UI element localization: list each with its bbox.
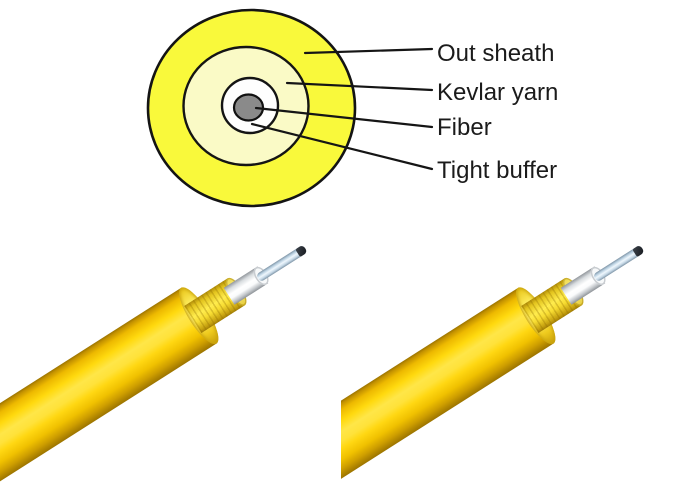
label-fiber: Fiber: [437, 114, 492, 141]
cable-jacket: [341, 287, 555, 485]
label-tight-buffer: Tight buffer: [437, 157, 557, 184]
cable-jacket: [0, 287, 218, 485]
label-kevlar-yarn: Kevlar yarn: [437, 79, 558, 106]
stripped-cable: [0, 225, 326, 485]
stripped-cable: [341, 225, 663, 485]
fiber-core-dot: [232, 93, 265, 122]
cable-photo-right: [341, 225, 680, 485]
leader-line-out-sheath: [303, 47, 434, 55]
label-out-sheath: Out sheath: [437, 40, 554, 67]
leader-line-tight-buffer: [250, 122, 434, 171]
leader-line-fiber: [254, 106, 434, 129]
leader-line-kevlar-yarn: [285, 81, 434, 92]
cable-photo-left: [0, 225, 339, 485]
